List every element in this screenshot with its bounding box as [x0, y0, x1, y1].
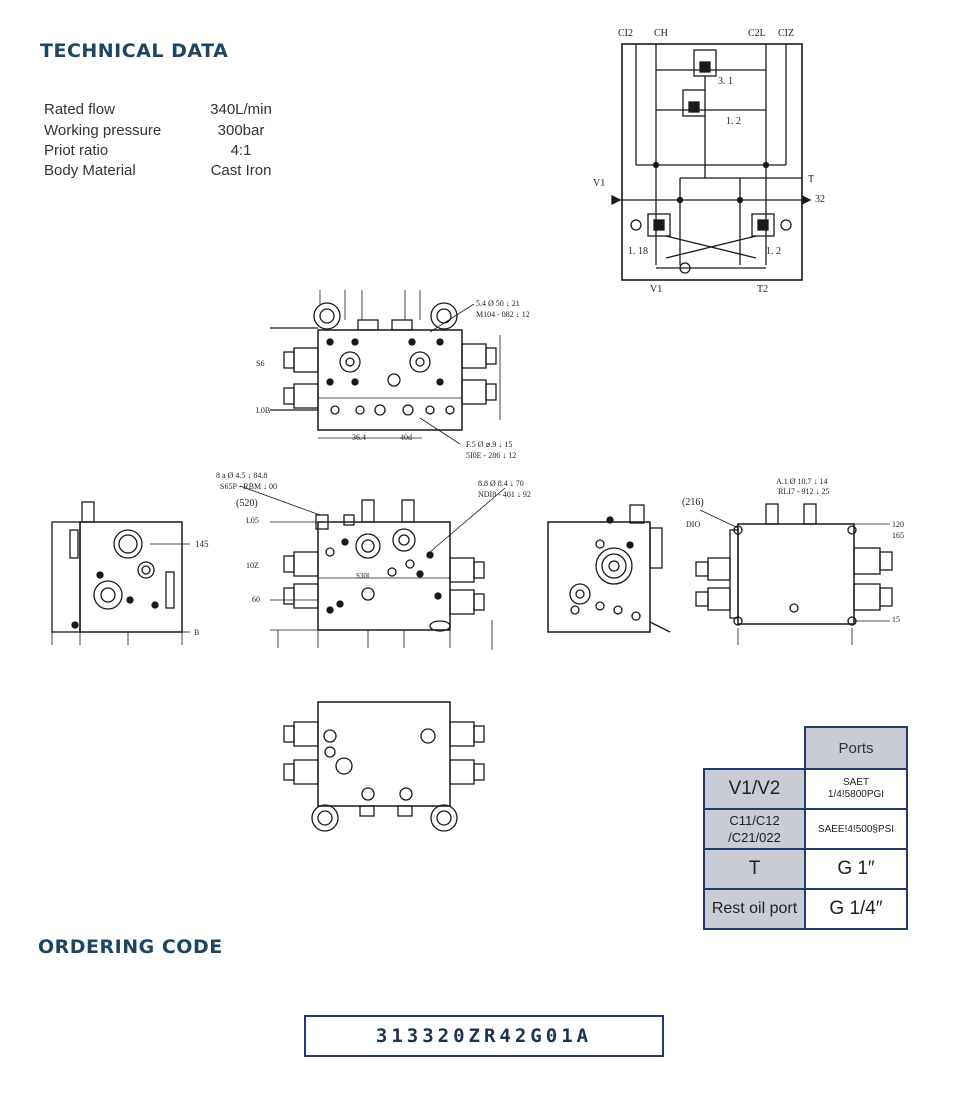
dimension-label: (520): [236, 498, 258, 509]
schematic-label: T: [808, 174, 814, 185]
schematic-valve-label: 1. 18: [628, 246, 648, 257]
spec-label: Priot ratio: [44, 142, 109, 159]
bottom-view-drawing: [283, 701, 485, 832]
schematic-label: CI2: [618, 28, 633, 39]
ports-row-value: SAEE!4!500§PSI: [804, 808, 908, 850]
right-side-view-drawing: [547, 504, 671, 633]
schematic-label: C2L: [748, 28, 766, 39]
ports-table: Ports V1/V2 SAET 1/4!5800PGI C11/C12 /C2…: [703, 726, 908, 930]
callout-label: NDI8 - 401 ↓ 92: [478, 490, 531, 499]
dimension-label: B: [194, 628, 199, 637]
schematic-label: CH: [654, 28, 668, 39]
dimension-label: 165: [892, 531, 904, 540]
far-right-view-drawing: [695, 503, 893, 645]
callout-label: 5I0E - 286 ↓ 12: [466, 451, 516, 460]
schematic-valve-label: 1. 2: [766, 246, 781, 257]
dimension-label: L05: [246, 516, 259, 525]
dimension-label: 15: [892, 615, 900, 624]
callout-label: M104 - 082 ↓ 12: [476, 310, 530, 319]
spec-value: 4:1: [230, 142, 252, 159]
ordering-code-value: 313320ZR42G01A: [375, 1025, 593, 1047]
schematic-valve-label: 3. 1: [718, 76, 733, 87]
spec-label: Body Material: [44, 162, 136, 179]
schematic-label: 32: [815, 194, 825, 205]
dimension-label: S6: [256, 359, 264, 368]
schematic-valve-label: 1. 2: [726, 116, 741, 127]
front-view-drawing: [239, 485, 506, 650]
callout-label: 8 a Ø 4.5 ↓ 84.8: [216, 471, 267, 480]
left-side-view-drawing: [51, 501, 190, 645]
callout-label: A.1 Ø 10.7 ↓ 14: [776, 477, 828, 486]
dimension-label: (216): [682, 497, 704, 508]
callout-label: S65P - RBM ↓ 00: [220, 482, 277, 491]
ports-row-label: T: [703, 848, 806, 890]
dimension-label: 145: [195, 539, 209, 549]
schematic-label: V1: [650, 284, 662, 295]
spec-label: Working pressure: [44, 122, 162, 139]
hydraulic-schematic: [611, 43, 812, 281]
ports-row-value: G 1″: [804, 848, 908, 890]
dimension-label: S30I: [356, 572, 370, 580]
ordering-code-box: 313320ZR42G01A: [304, 1015, 664, 1057]
dimension-label: 36.4: [352, 433, 366, 442]
schematic-label: T2: [757, 284, 768, 295]
dimension-label: 10Z: [246, 561, 259, 570]
schematic-label: V1: [593, 178, 605, 189]
ordering-code-title: ORDERING CODE: [38, 936, 223, 958]
ports-row-label: C11/C12 /C21/022: [703, 808, 806, 850]
technical-data-title: TECHNICAL DATA: [40, 40, 229, 62]
spec-value: Cast Iron: [210, 162, 272, 179]
dimension-label: L0B: [256, 406, 270, 415]
ports-table-corner: [704, 727, 805, 769]
dimension-label: 40d: [400, 433, 412, 442]
top-view-drawing: [270, 290, 501, 445]
spec-label: Rated flow: [44, 101, 115, 118]
dimension-label: 60: [252, 595, 260, 604]
ports-row-value: G 1/4″: [804, 888, 908, 930]
spec-value: 300bar: [217, 122, 265, 139]
dimension-label: DIO: [686, 520, 700, 529]
schematic-label: CIZ: [778, 28, 794, 39]
ports-row-value: SAET 1/4!5800PGI: [804, 768, 908, 810]
ports-row-label: V1/V2: [703, 768, 806, 810]
spec-value: 340L/min: [210, 101, 272, 118]
ports-header: Ports: [804, 726, 908, 770]
ports-row-label: Rest oil port: [703, 888, 806, 930]
callout-label: 5.4 Ø 50 ↓ 21: [476, 299, 520, 308]
callout-label: RLI7 - 912 ↓ 25: [778, 487, 830, 496]
dimension-label: 120: [892, 520, 904, 529]
callout-label: F.5 Ø ⌀.9 ↓ 15: [466, 440, 512, 449]
callout-label: 8.8 Ø 8.4 ↓ 70: [478, 479, 524, 488]
